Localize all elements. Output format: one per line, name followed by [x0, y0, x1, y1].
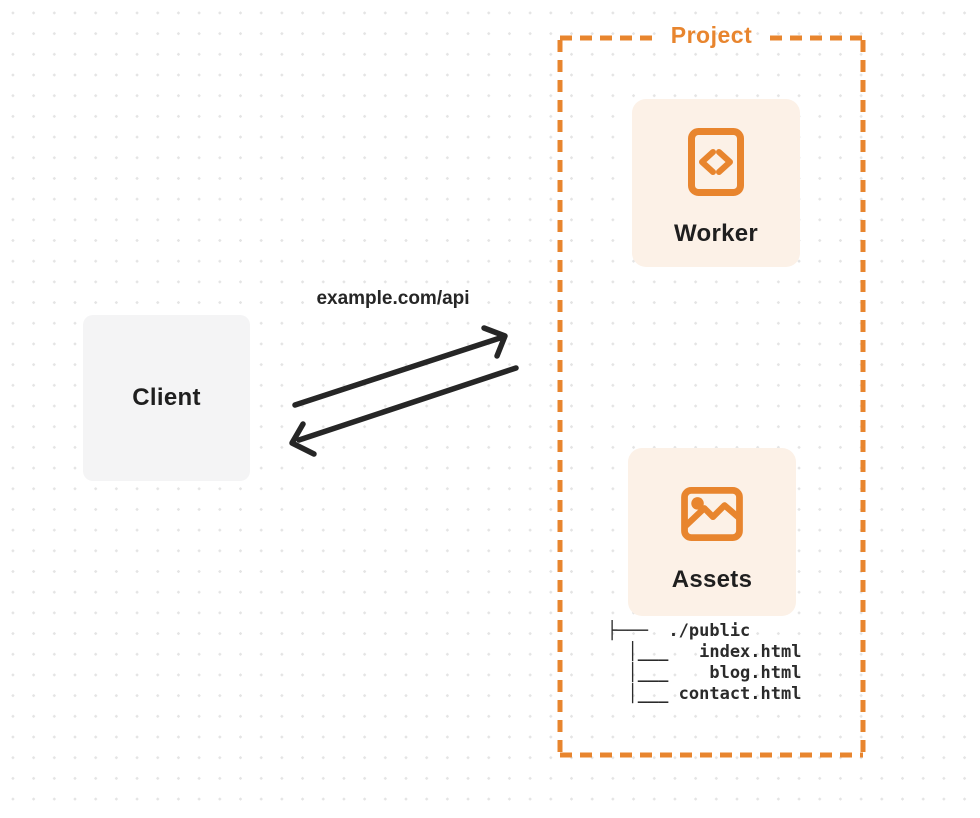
file-tree-line-blog: │___ blog.html — [607, 663, 802, 683]
response-arrow — [289, 365, 519, 457]
client-label: Client — [132, 384, 201, 411]
image-icon — [681, 487, 743, 541]
worker-node: Worker — [632, 99, 800, 267]
project-boundary — [557, 35, 866, 758]
assets-node: Assets — [628, 448, 796, 616]
project-label: Project — [670, 22, 753, 48]
request-url-label: example.com/api — [316, 288, 470, 309]
file-tree-line-index: │___ index.html — [607, 642, 802, 662]
request-arrowhead-icon — [481, 325, 508, 359]
response-arrowhead-icon — [289, 421, 317, 457]
client-node: Client — [83, 315, 250, 481]
file-tree-line-contact: │___ contact.html — [607, 684, 802, 704]
file-tree-line-public: ├─── ./public — [607, 621, 751, 641]
request-arrow — [292, 325, 508, 408]
assets-label: Assets — [671, 566, 753, 593]
worker-label: Worker — [673, 220, 759, 247]
assets-file-tree: ├─── ./public │___ index.html │___ blog.… — [607, 621, 801, 705]
code-document-icon — [688, 128, 744, 196]
